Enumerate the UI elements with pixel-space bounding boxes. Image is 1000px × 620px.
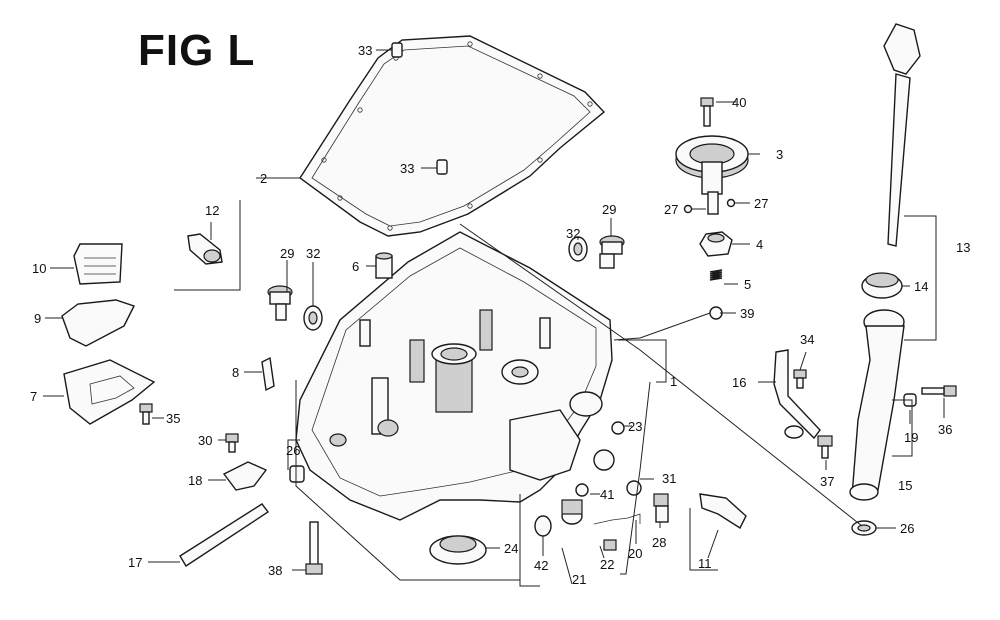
clip-42 <box>534 515 552 537</box>
callout-36: 36 <box>938 422 952 437</box>
sealing-washer-left <box>303 305 323 331</box>
drain-plug-left <box>267 285 293 321</box>
callout-17: 17 <box>128 555 142 570</box>
washer-27b <box>726 198 736 208</box>
callout-1: 1 <box>670 374 677 389</box>
filter-cover <box>63 359 156 425</box>
callout-16: 16 <box>732 375 746 390</box>
bolt-35 <box>139 403 153 425</box>
callout-29-left: 29 <box>280 246 294 261</box>
sealing-washer-right <box>568 236 588 262</box>
callout-41: 41 <box>600 487 614 502</box>
wire-lead-20 <box>593 513 641 525</box>
o-ring-26b <box>851 520 877 536</box>
callout-10: 10 <box>32 261 46 276</box>
bolt-36 <box>921 385 957 397</box>
callout-27-right: 27 <box>754 196 768 211</box>
filter-element <box>73 243 123 285</box>
governor-gear <box>675 135 749 215</box>
callout-18: 18 <box>188 473 202 488</box>
callout-12: 12 <box>205 203 219 218</box>
callout-2: 2 <box>260 171 267 186</box>
shaft-plate <box>222 461 268 491</box>
figure-title: FIG L <box>138 26 256 75</box>
callout-24: 24 <box>504 541 518 556</box>
washer-41 <box>575 483 589 497</box>
callout-42: 42 <box>534 558 548 573</box>
bolt-37 <box>817 435 833 459</box>
callout-31: 31 <box>662 471 676 486</box>
dipstick-seal <box>861 272 903 299</box>
callout-20: 20 <box>628 546 642 561</box>
oil-level-switch <box>561 499 583 525</box>
callout-6: 6 <box>352 259 359 274</box>
callout-23: 23 <box>628 419 642 434</box>
elbow-fitting-11 <box>699 493 747 530</box>
callout-30: 30 <box>198 433 212 448</box>
callout-14: 14 <box>914 279 928 294</box>
callout-26-top: 26 <box>286 443 300 458</box>
callout-28: 28 <box>652 535 666 550</box>
callout-21: 21 <box>572 572 586 587</box>
callout-35: 35 <box>166 411 180 426</box>
callout-37: 37 <box>820 474 834 489</box>
callout-27-left: 27 <box>664 202 678 217</box>
callout-39: 39 <box>740 306 754 321</box>
o-ring-23 <box>611 421 625 435</box>
governor-holder <box>699 231 733 257</box>
bolt-34 <box>793 369 807 389</box>
oil-filler-tube <box>849 309 905 501</box>
callout-11: 11 <box>698 556 712 571</box>
callout-38: 38 <box>268 563 282 578</box>
dowel-pin-top <box>391 42 403 58</box>
callout-7: 7 <box>30 389 37 404</box>
cover-gasket <box>61 299 135 347</box>
callout-4: 4 <box>756 237 763 252</box>
plate-8 <box>261 356 275 392</box>
oil-pan-body <box>295 231 615 521</box>
callout-5: 5 <box>744 277 751 292</box>
drain-plug-right <box>599 235 625 269</box>
callout-13: 13 <box>956 240 970 255</box>
callout-8: 8 <box>232 365 239 380</box>
oil-pan-gasket <box>299 35 606 237</box>
bolt-30 <box>225 433 239 453</box>
callout-34: 34 <box>800 332 814 347</box>
callout-19: 19 <box>904 430 918 445</box>
callout-29-right: 29 <box>602 202 616 217</box>
callout-labels: 1 2 3 4 5 6 7 8 9 10 11 12 13 14 15 16 1… <box>30 43 970 587</box>
leader-lines <box>43 49 945 587</box>
washer-31 <box>626 480 642 496</box>
washer-27a <box>683 204 693 214</box>
oil-seal-24 <box>429 535 487 565</box>
callout-26-bottom: 26 <box>900 521 914 536</box>
callout-40: 40 <box>732 95 746 110</box>
governor-shaft <box>179 503 270 567</box>
dowel-pin-middle <box>436 159 448 175</box>
gear-bolt <box>700 97 714 127</box>
sleeve-6 <box>375 252 393 279</box>
dowel-25 <box>289 465 305 483</box>
bolt-38 <box>305 521 323 575</box>
bolt-22 <box>603 539 617 551</box>
callout-33-top: 33 <box>358 43 372 58</box>
callout-15: 15 <box>898 478 912 493</box>
callout-22: 22 <box>600 557 614 572</box>
governor-spring <box>709 269 723 281</box>
oil-dipstick <box>883 23 921 247</box>
tube-bracket <box>773 349 821 440</box>
plug-28 <box>653 493 669 523</box>
callout-9: 9 <box>34 311 41 326</box>
callout-32-left: 32 <box>306 246 320 261</box>
callout-3: 3 <box>776 147 783 162</box>
callout-32-right: 32 <box>566 226 580 241</box>
callout-33-middle: 33 <box>400 161 414 176</box>
breather-fitting <box>187 233 223 265</box>
